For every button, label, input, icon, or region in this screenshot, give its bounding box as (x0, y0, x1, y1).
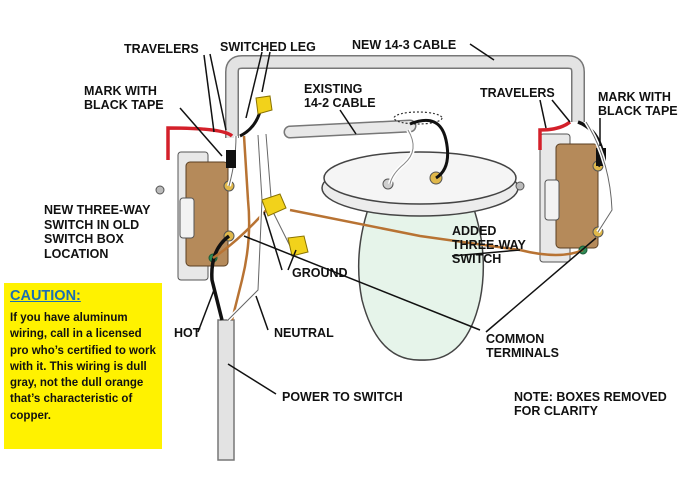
caution-title: CAUTION: (10, 288, 81, 304)
fixture-wires (388, 119, 450, 185)
leader-lines (179, 43, 601, 395)
wire-nuts (255, 95, 309, 257)
label-travelers-right: TRAVELERS (480, 86, 555, 100)
power-cable (217, 319, 235, 461)
right-three-way-switch (515, 133, 604, 263)
right-wires (289, 120, 615, 257)
label-power-to-switch: POWER TO SWITCH (282, 390, 403, 404)
label-travelers-left: TRAVELERS (124, 42, 199, 56)
label-ground: GROUND (292, 266, 348, 280)
left-wires (166, 99, 292, 322)
light-fixture-base (321, 111, 519, 217)
label-hot: HOT (174, 326, 201, 340)
left-three-way-switch (155, 151, 235, 281)
caution-box: CAUTION: If you have aluminum wiring, ca… (4, 283, 162, 449)
light-bulb (357, 197, 485, 361)
existing-14-2-cable (283, 119, 417, 139)
label-neutral: NEUTRAL (274, 326, 334, 340)
label-new-cable: NEW 14-3 CABLE (352, 38, 457, 52)
caution-body: If you have aluminum wiring, call in a l… (10, 312, 156, 422)
new-14-3-cable (225, 55, 585, 138)
label-switched-leg: SWITCHED LEG (220, 40, 316, 54)
